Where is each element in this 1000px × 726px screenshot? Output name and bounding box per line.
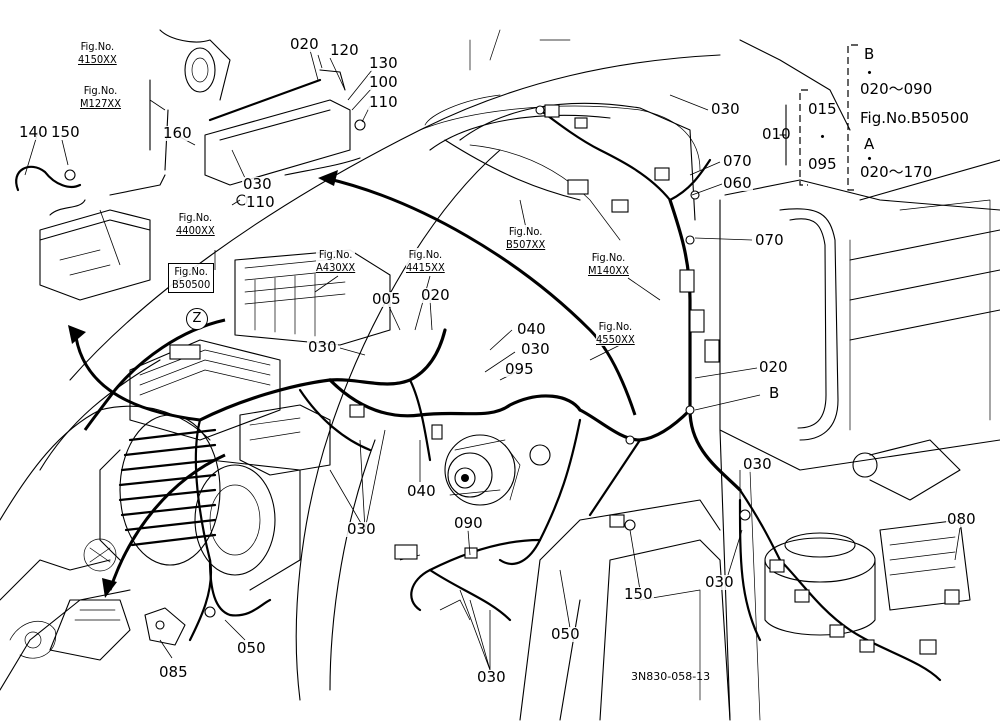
part-label-030: 030 xyxy=(710,100,741,118)
part-label-070: 070 xyxy=(722,152,753,170)
direction-arrows xyxy=(68,170,637,598)
part-label-140: 140 xyxy=(18,123,49,141)
part-label-060: 060 xyxy=(722,174,753,192)
figref-4400: Fig.No. 4400XX xyxy=(176,211,215,237)
part-label-020: 020 xyxy=(758,358,789,376)
connectors xyxy=(349,104,960,655)
part-label-150: 150 xyxy=(623,585,654,603)
part-label-030: 030 xyxy=(742,455,773,473)
part-label-030: 030 xyxy=(242,175,273,193)
relay-box xyxy=(239,404,331,476)
figref-caption: Fig.No. xyxy=(178,211,213,224)
figref-caption: Fig.No. xyxy=(318,248,353,261)
figref-4415: Fig.No. 4415XX xyxy=(406,248,445,274)
figref-caption: Fig.No. xyxy=(508,225,543,238)
part-label-020: 020 xyxy=(289,35,320,53)
part-label-080: 080 xyxy=(946,510,977,528)
part-label-100: 100 xyxy=(368,73,399,91)
part-label-160: 160 xyxy=(162,124,193,142)
legend-dot-a: ・ xyxy=(862,150,878,168)
part-label-040: 040 xyxy=(516,320,547,338)
battery-tray xyxy=(15,165,166,301)
figref-number: B50500 xyxy=(172,278,211,291)
part-label-005: 005 xyxy=(371,290,402,308)
figref-M127: Fig.No. M127XX xyxy=(80,84,121,110)
figref-number: 4415XX xyxy=(406,261,445,274)
figref-4150: Fig.No. 4150XX xyxy=(78,40,117,66)
part-label-090: 090 xyxy=(453,514,484,532)
zone-marker-z: Z xyxy=(186,308,208,330)
legend-015: 015 xyxy=(808,100,837,118)
part-label-130: 130 xyxy=(368,54,399,72)
figref-number: B507XX xyxy=(506,238,546,251)
part-label-110: 110 xyxy=(368,93,399,111)
fuel-assembly xyxy=(764,439,971,636)
part-label-030: 030 xyxy=(476,668,507,686)
fuse-box xyxy=(234,249,391,346)
leader-lines xyxy=(24,49,961,671)
figref-number: 4550XX xyxy=(596,333,635,346)
legend-010: 010 xyxy=(762,125,791,143)
part-label-150: 150 xyxy=(50,123,81,141)
part-label-095: 095 xyxy=(504,360,535,378)
legend-A-range: 020～170 xyxy=(860,163,933,181)
legend-A: A xyxy=(864,135,875,153)
part-label-030: 030 xyxy=(520,340,551,358)
figref-caption: Fig.No. xyxy=(174,265,208,278)
figref-number: A430XX xyxy=(316,261,356,274)
part-label-030: 030 xyxy=(307,338,338,356)
legend-dot-b: ・ xyxy=(862,64,878,82)
figref-B50500: Fig.No. B50500 xyxy=(168,263,215,293)
part-label-085: 085 xyxy=(158,663,189,681)
part-label-050: 050 xyxy=(550,625,581,643)
part-label-120: 120 xyxy=(329,41,360,59)
ecu-unit xyxy=(129,339,281,441)
figref-number: 4150XX xyxy=(78,53,117,66)
part-label-B: B xyxy=(768,384,781,402)
front-harness xyxy=(49,558,272,661)
figref-caption: Fig.No. xyxy=(80,40,115,53)
figref-caption: Fig.No. xyxy=(598,320,633,333)
figref-number: 4400XX xyxy=(176,224,215,237)
legend-bracket xyxy=(779,44,858,191)
part-label-070: 070 xyxy=(754,231,785,249)
legend-B-range: 020～090 xyxy=(860,80,933,98)
figref-number: M127XX xyxy=(80,97,121,110)
figref-B507: Fig.No. B507XX xyxy=(506,225,546,251)
legend-fig-ref: Fig.No.B50500 xyxy=(860,109,969,127)
part-label-030: 030 xyxy=(704,573,735,591)
figref-A430: Fig.No. A430XX xyxy=(316,248,356,274)
drawing-code: 3N830-058-13 xyxy=(631,670,711,683)
figref-4550: Fig.No. 4550XX xyxy=(596,320,635,346)
alternator xyxy=(444,434,551,506)
top-bracket xyxy=(149,29,366,206)
figref-caption: Fig.No. xyxy=(591,251,626,264)
figref-caption: Fig.No. xyxy=(408,248,443,261)
figref-M140: Fig.No. M140XX xyxy=(588,251,629,277)
part-label-040: 040 xyxy=(406,482,437,500)
part-label-030: 030 xyxy=(346,520,377,538)
part-label-020: 020 xyxy=(420,286,451,304)
part-label-050: 050 xyxy=(236,639,267,657)
legend-dot: ・ xyxy=(815,128,831,146)
part-label-110: 110 xyxy=(245,193,276,211)
legend-095: 095 xyxy=(808,155,837,173)
legend-B: B xyxy=(864,45,875,63)
figref-number: M140XX xyxy=(588,264,629,277)
figref-caption: Fig.No. xyxy=(83,84,118,97)
